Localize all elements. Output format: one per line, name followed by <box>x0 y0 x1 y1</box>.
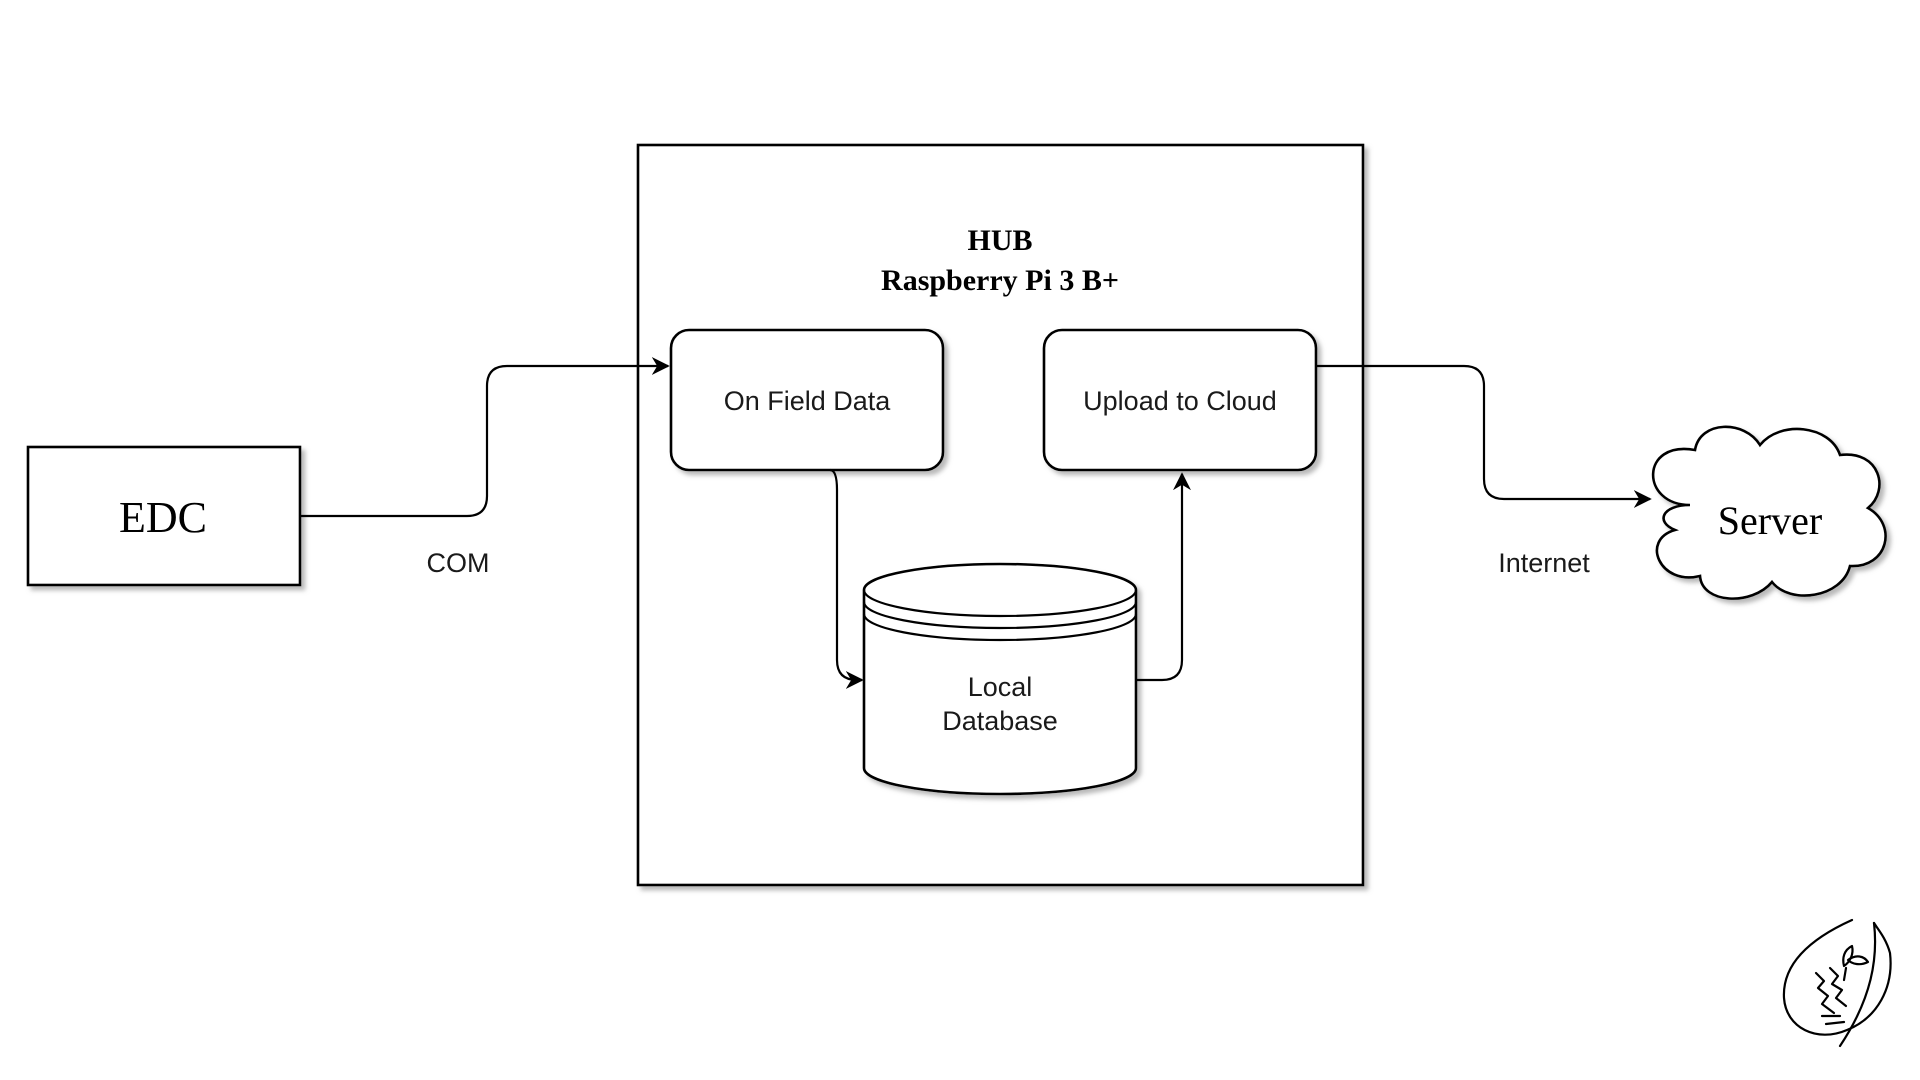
upload-to-cloud-node: Upload to Cloud <box>1042 328 1318 472</box>
database-to-upload-connector <box>1136 472 1191 682</box>
on-field-data-to-database-connector <box>829 468 864 689</box>
local-database-node: Local Database <box>862 562 1138 796</box>
server-label: Server <box>1718 498 1822 543</box>
edc-node: EDC <box>26 445 302 587</box>
on-field-data-node: On Field Data <box>669 328 945 472</box>
edc-label: EDC <box>119 493 207 542</box>
hub-title: HUB <box>967 224 1032 257</box>
upload-to-server-connector <box>1316 364 1652 508</box>
on-field-data-label: On Field Data <box>724 386 892 416</box>
internet-label: Internet <box>1498 548 1590 578</box>
hub-subtitle: Raspberry Pi 3 B+ <box>881 264 1119 297</box>
com-label: COM <box>427 548 490 578</box>
server-node: Server <box>1651 425 1887 600</box>
local-database-label-line1: Local <box>968 672 1033 702</box>
leaf-logo-icon <box>1782 918 1892 1048</box>
edc-to-on-field-data-connector <box>300 357 670 518</box>
upload-to-cloud-label: Upload to Cloud <box>1083 386 1277 416</box>
local-database-label-line2: Database <box>942 706 1058 736</box>
